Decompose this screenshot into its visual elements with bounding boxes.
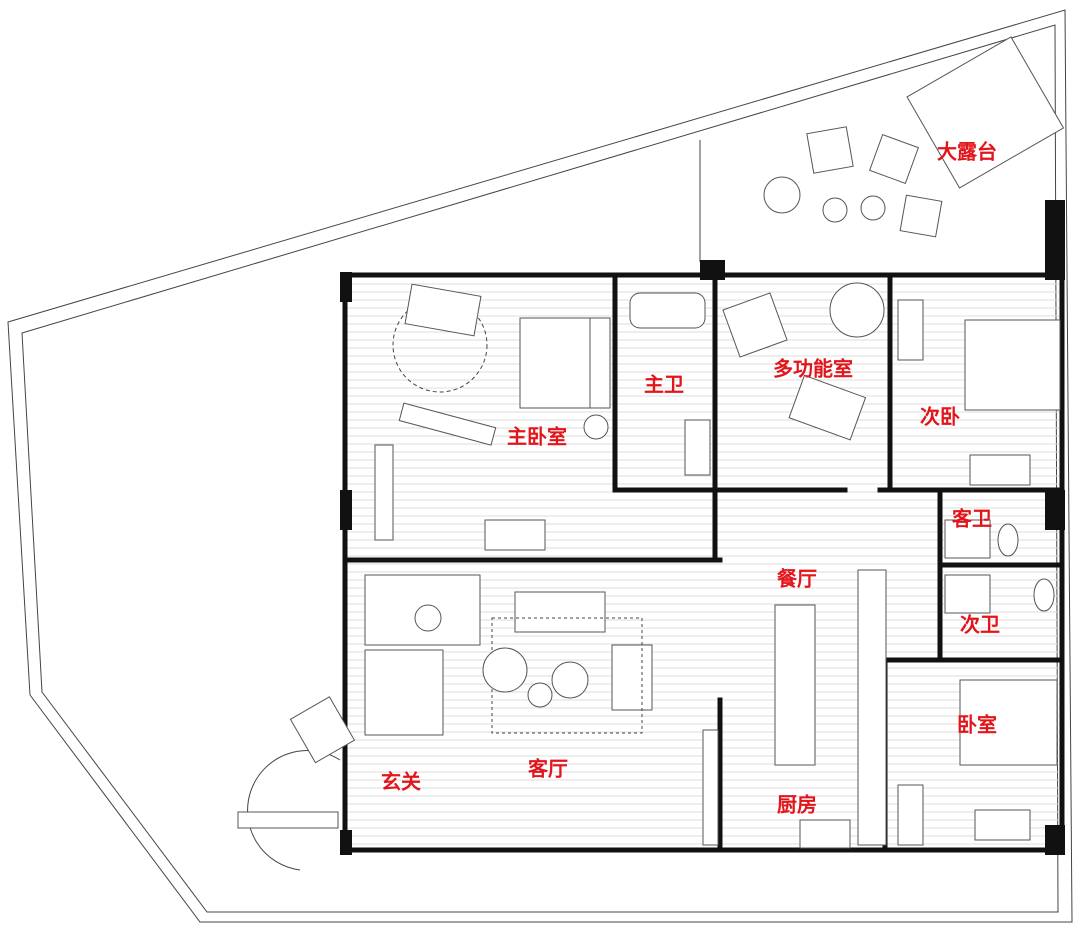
room-label-kitchen: 厨房	[777, 792, 817, 817]
room-label-guest-bath: 客卫	[952, 506, 992, 531]
furniture	[237, 36, 1065, 871]
terrace-boundary-outer	[7, 9, 1073, 923]
terrace-boundary-inner	[21, 24, 1059, 913]
room-label-multi-room: 多功能室	[773, 356, 853, 381]
room-label-living: 客厅	[528, 756, 568, 781]
walls	[340, 200, 1065, 855]
room-label-second-bedroom: 次卧	[920, 404, 960, 429]
room-label-entrance: 玄关	[381, 769, 421, 794]
room-label-dining: 餐厅	[777, 566, 817, 591]
room-label-second-bath: 次卫	[960, 612, 1000, 637]
room-label-master-bath: 主卫	[644, 372, 684, 397]
room-label-terrace: 大露台	[937, 139, 997, 164]
room-label-bedroom: 卧室	[957, 712, 997, 737]
room-label-master-bedroom: 主卧室	[507, 424, 567, 449]
